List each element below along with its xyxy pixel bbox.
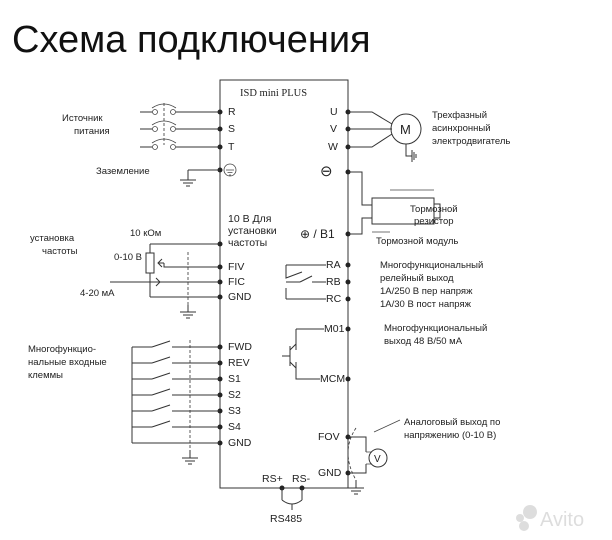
pin-s4: S4 [228,421,241,433]
pin-rc: RC [326,293,342,305]
pin-r: R [228,106,236,118]
analog-output-wiring [347,419,401,495]
inputs-title-3: клеммы [28,370,63,381]
ground-terminal-symbol [223,163,237,177]
pin-gnd-analog: GND [228,291,252,303]
pin-s: S [228,123,235,135]
pin-v: V [330,123,337,135]
ref-note-3: частоты [228,237,267,249]
rs485-wiring [281,488,303,510]
power-input-wiring [140,103,220,150]
power-source-label-1: Источник [62,113,103,124]
voltmeter-icon [368,448,388,468]
pin-fov: FOV [318,431,340,443]
brake-module-label: Тормозной модуль [376,236,458,247]
brake-resistor-label-1: Тормозной [410,204,458,215]
pin-w: W [328,141,338,153]
pin-s2: S2 [228,389,241,401]
analog-label-1: Аналоговый выход по [404,417,500,428]
pin-rs-plus: RS+ [262,473,283,485]
pin-gnd-inputs: GND [228,437,252,449]
ref-note-2: установки [228,225,277,237]
relay-label-1: Многофункциональный [380,260,483,271]
pin-s1: S1 [228,373,241,385]
relay-output-wiring [285,264,326,300]
resistor-label: 10 кОм [130,228,161,239]
device-name: ISD mini PLUS [240,88,307,99]
frequency-setting-wiring [110,243,220,319]
watermark-text: Avito [540,509,584,531]
pin-gnd-right: GND [318,467,342,479]
pin-ra: RA [326,259,341,271]
pin-rb: RB [326,276,341,288]
pin-rs-minus: RS- [292,473,311,485]
brake-resistor-box [371,197,435,225]
ground-label: Заземление [96,166,150,177]
motor-symbol: M [400,122,411,137]
freq-setting-label-2: частоты [42,246,78,257]
pin-plus-b1: ⊕ / B1 [300,227,335,241]
voltmeter-symbol: V [374,454,381,465]
brake-wiring [348,171,441,235]
ref-note-1: 10 В Для [228,213,271,225]
relay-label-4: 1А/30 В пост напряж [380,299,472,310]
motor-label-2: асинхронный [432,123,491,134]
page-title: Схема подключения [12,19,371,61]
pin-t: T [228,141,235,153]
analog-label-2: напряжению (0-10 В) [404,430,496,441]
power-source-label-2: питания [74,126,110,137]
relay-label-2: релейный выход [380,273,454,284]
inputs-title-2: нальные входные [28,357,107,368]
ground-wiring [180,169,220,187]
transistor-label-2: выход 48 В/50 мА [384,336,463,347]
rs485-label: RS485 [270,513,302,525]
inputs-title-1: Многофункцио- [28,344,96,355]
motor-label-1: Трехфазный [432,110,487,121]
freq-setting-label-1: установка [30,233,75,244]
watermark: Avito [516,505,584,531]
pin-s3: S3 [228,405,241,417]
pin-fic: FIC [228,276,245,288]
pin-m01: M01 [324,323,345,335]
relay-label-3: 1А/250 В пер напряж [380,286,473,297]
brake-resistor-label-2: резистор [414,216,454,227]
transistor-output-wiring [282,328,324,380]
voltage-range-label: 0-10 В [114,252,142,263]
current-range-label: 4-20 мА [80,288,115,299]
motor-wiring [348,111,422,162]
pin-fiv: FIV [228,261,244,273]
pin-fwd: FWD [228,341,252,353]
pin-u: U [330,106,338,118]
transistor-label-1: Многофункциональный [384,323,487,334]
digital-inputs-wiring [131,340,220,465]
pin-minus: ⊖ [320,163,333,180]
motor-label-3: электродвигатель [432,136,510,147]
pin-mcm: MCM [320,373,345,385]
pin-rev: REV [228,357,250,369]
